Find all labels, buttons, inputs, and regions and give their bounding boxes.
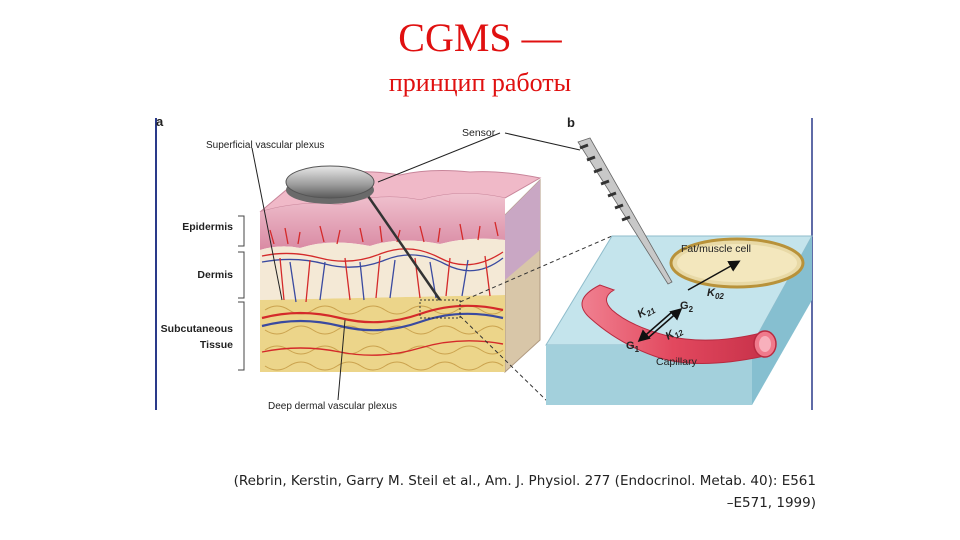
deep-leader [337,319,346,401]
g1-label: G1 [626,340,640,354]
slide-subtitle: принцип работы [388,68,572,97]
sensor-leader-a [377,132,501,183]
panel-a-label: a [156,114,164,129]
slide-title: CGMS — [398,15,562,60]
citation-line-2: –E571, 1999) [726,495,816,511]
cell-label: Fat/muscle cell [681,243,751,255]
capillary-label: Capillary [656,356,698,368]
deep-plexus-label: Deep dermal vascular plexus [268,401,397,412]
superficial-plexus-label: Superficial vascular plexus [206,140,324,151]
tissue-label: Tissue [200,339,233,351]
subcutaneous-label: Subcutaneous [161,323,234,335]
sensor-needle-b [577,137,673,285]
citation: (Rebrin, Kerstin, Garry M. Steil et al.,… [150,470,816,514]
dermis-label: Dermis [197,269,233,281]
panel-b-label: b [567,115,575,130]
skin-block [238,170,542,374]
k02-label: K02 [707,287,724,301]
epidermis-layer [260,193,505,250]
sensor-label: Sensor [462,127,496,139]
sensor-leader-b [504,132,581,151]
kinetics-arrows [637,260,741,342]
zoom-region-box [419,299,461,319]
dermis-layer [260,238,505,300]
capillary [581,284,777,365]
superficial-leader [251,147,283,301]
epidermis-label: Epidermis [182,221,233,233]
g2-label: G2 [680,300,694,314]
sensor-device [285,165,442,301]
citation-line-1: (Rebrin, Kerstin, Garry M. Steil et al.,… [233,473,816,489]
